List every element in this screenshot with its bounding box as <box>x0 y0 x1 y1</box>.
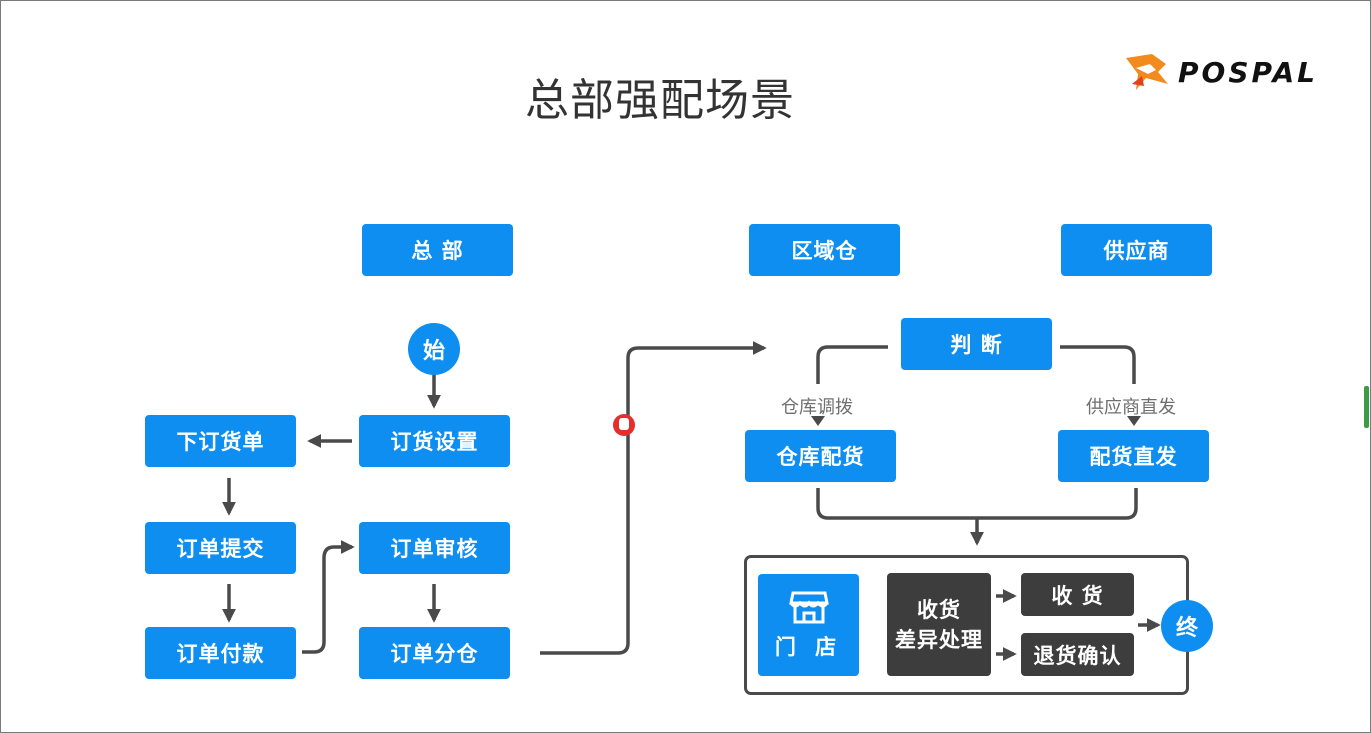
column-header-supplier: 供应商 <box>1061 224 1212 276</box>
warehouse-distribution-node: 仓库配货 <box>745 430 896 482</box>
receive-node: 收 货 <box>1021 573 1134 616</box>
decide-node: 判 断 <box>901 318 1052 370</box>
column-header-hq: 总 部 <box>362 224 513 276</box>
edge-label-transfer: 仓库调拨 <box>781 397 853 418</box>
store-label: 门 店 <box>774 635 843 659</box>
pay-order-node: 订单付款 <box>145 627 296 679</box>
scrollbar-thumb[interactable] <box>1364 386 1369 428</box>
place-order-node: 下订货单 <box>145 415 296 467</box>
end-node: 终 <box>1161 600 1213 652</box>
edge-label-supplier-direct: 供应商直发 <box>1086 397 1176 418</box>
pospal-logo-icon <box>1126 54 1168 90</box>
store-node: 门 店 <box>758 574 859 676</box>
column-header-regional: 区域仓 <box>749 224 900 276</box>
order-settings-node: 订货设置 <box>359 415 510 467</box>
receive-diff-node: 收货 差异处理 <box>887 573 991 676</box>
start-node: 始 <box>408 323 460 375</box>
receive-diff-line1: 收货 <box>917 597 961 622</box>
review-order-node: 订单审核 <box>359 522 510 574</box>
cursor-hand-icon <box>613 414 635 436</box>
direct-ship-node: 配货直发 <box>1058 430 1209 482</box>
split-order-node: 订单分仓 <box>359 627 510 679</box>
page-title: 总部强配场景 <box>525 75 795 126</box>
receive-diff-line2: 差异处理 <box>895 627 983 652</box>
store-icon <box>788 591 829 624</box>
logo-text: POSPAL <box>1178 56 1318 89</box>
submit-order-node: 订单提交 <box>145 522 296 574</box>
return-confirm-node: 退货确认 <box>1021 633 1134 676</box>
